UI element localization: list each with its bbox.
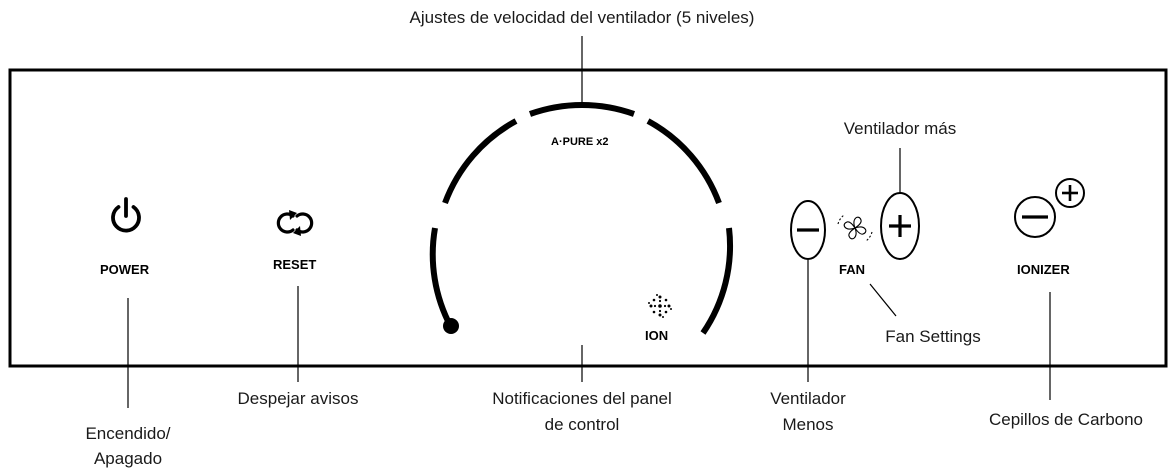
reset-label: RESET	[273, 257, 317, 272]
leader-fan-settings	[869, 283, 897, 317]
callout-fan-minus-line1: Ventilador	[770, 389, 846, 408]
speed-segment-2	[442, 118, 518, 205]
ionizer-label: IONIZER	[1017, 262, 1070, 277]
plus-icon	[1062, 185, 1078, 201]
fan-icon	[837, 214, 873, 242]
callout-fan-settings: Fan Settings	[885, 327, 981, 346]
ion-label: ION	[645, 328, 669, 343]
ionizer-minus-button[interactable]	[1014, 196, 1056, 238]
ionizer-plus-button[interactable]	[1055, 178, 1085, 208]
fan-plus-button[interactable]	[880, 192, 920, 260]
callout-fan-speed: Ajustes de velocidad del ventilador (5 n…	[409, 8, 755, 27]
callout-ionizer: Cepillos de Carbono	[988, 410, 1144, 429]
reset-icon[interactable]	[276, 212, 314, 234]
speed-segment-3	[528, 102, 636, 117]
speed-dial-knob	[443, 318, 459, 334]
plus-icon	[889, 215, 911, 237]
speed-segment-1	[429, 227, 454, 329]
leader-lines	[127, 36, 1051, 408]
panel-frame	[8, 68, 1168, 368]
callout-fan-plus: Ventilador más	[843, 119, 957, 138]
brand-label: A·PURE x2	[551, 136, 609, 148]
power-icon[interactable]	[111, 197, 141, 233]
fan-label: FAN	[839, 262, 865, 277]
ion-icon	[648, 294, 672, 318]
reset-arrow-top	[289, 210, 297, 220]
speed-segment-5	[700, 227, 734, 335]
callout-power-line1: Encendido/	[85, 424, 171, 443]
callout-notifications-line2: de control	[544, 415, 620, 434]
callout-power-line2: Apagado	[93, 449, 163, 468]
callout-reset: Despejar avisos	[237, 389, 359, 408]
callout-notifications-line1: Notificaciones del panel	[492, 389, 672, 408]
power-label: POWER	[100, 262, 150, 277]
fan-speed-arc	[429, 102, 734, 335]
reset-arrow-bottom	[293, 226, 301, 236]
speed-segment-4	[646, 118, 722, 205]
fan-minus-button[interactable]	[790, 200, 826, 260]
callout-fan-minus-line2: Menos	[782, 415, 834, 434]
